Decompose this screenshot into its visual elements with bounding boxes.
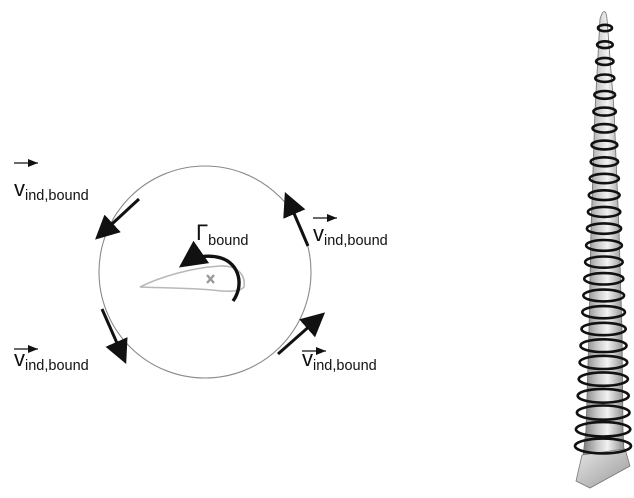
helix-turn [588,172,621,185]
svg-text:vind,bound: vind,bound [313,221,388,249]
helix-turn [595,39,615,50]
helix-turn [594,56,615,67]
induced-velocity-arrow-bottom-left [100,308,128,364]
velocity-subscript: ind,bound [313,358,377,374]
svg-text:vind,bound: vind,bound [14,346,89,374]
velocity-symbol: v [14,176,25,201]
helix-vortex [573,23,633,455]
helix-turn [580,304,627,320]
helix-turn [577,371,630,388]
helix-turn [585,222,623,236]
blade-root [575,448,631,489]
helix-turn [587,189,621,202]
circulation-arrow [178,240,241,303]
cross-icon [206,274,215,284]
helix-turn [592,89,617,101]
helix-turn [574,420,632,438]
induced-velocity-circle [98,165,312,379]
velocity-label-top-right: vind,bound [313,214,388,249]
helix-turn [573,437,633,455]
helix-turn [580,321,628,337]
circulation-subscript: bound [208,233,248,249]
velocity-label-bottom-right: vind,bound [302,346,377,374]
velocity-subscript: ind,bound [25,358,89,374]
helix-turn [583,255,625,269]
velocity-label-bottom-left: vind,bound [14,345,89,374]
helix-turn [578,354,629,371]
blade-helix-illustration [573,11,633,489]
helix-turn [584,238,624,253]
induced-velocity-arrow-top-left [95,197,141,240]
helix-turn [590,139,619,151]
helix-turn [576,387,631,404]
circulation-symbol: Γ [196,220,208,245]
velocity-subscript: ind,bound [25,188,89,204]
svg-text:Γbound: Γbound [196,220,248,249]
airfoil-outline [139,265,245,293]
velocity-symbol: v [302,346,313,371]
helix-turn [586,205,622,219]
bound-vortex-diagram: vind,bound vind,bound vind,bound vind,bo… [14,159,388,379]
velocity-label-top-left: vind,bound [14,159,89,204]
svg-text:vind,bound: vind,bound [14,176,89,204]
helix-turn [592,106,618,117]
helix-turn [589,156,620,168]
helix-turn [591,122,618,134]
helix-turn [575,404,631,421]
circulation-label: Γbound [196,220,248,249]
velocity-subscript: ind,bound [324,233,388,249]
velocity-symbol: v [14,346,25,371]
velocity-symbol: v [313,221,324,246]
svg-text:vind,bound: vind,bound [302,346,377,374]
induced-velocity-arrow-bottom-right [277,312,326,356]
induced-velocity-arrow-top-right [283,192,310,247]
helix-turn [579,338,628,354]
helix-turn [593,73,616,84]
helix-turn [596,23,614,33]
helix-turn [582,271,625,286]
helix-turn [581,288,626,303]
